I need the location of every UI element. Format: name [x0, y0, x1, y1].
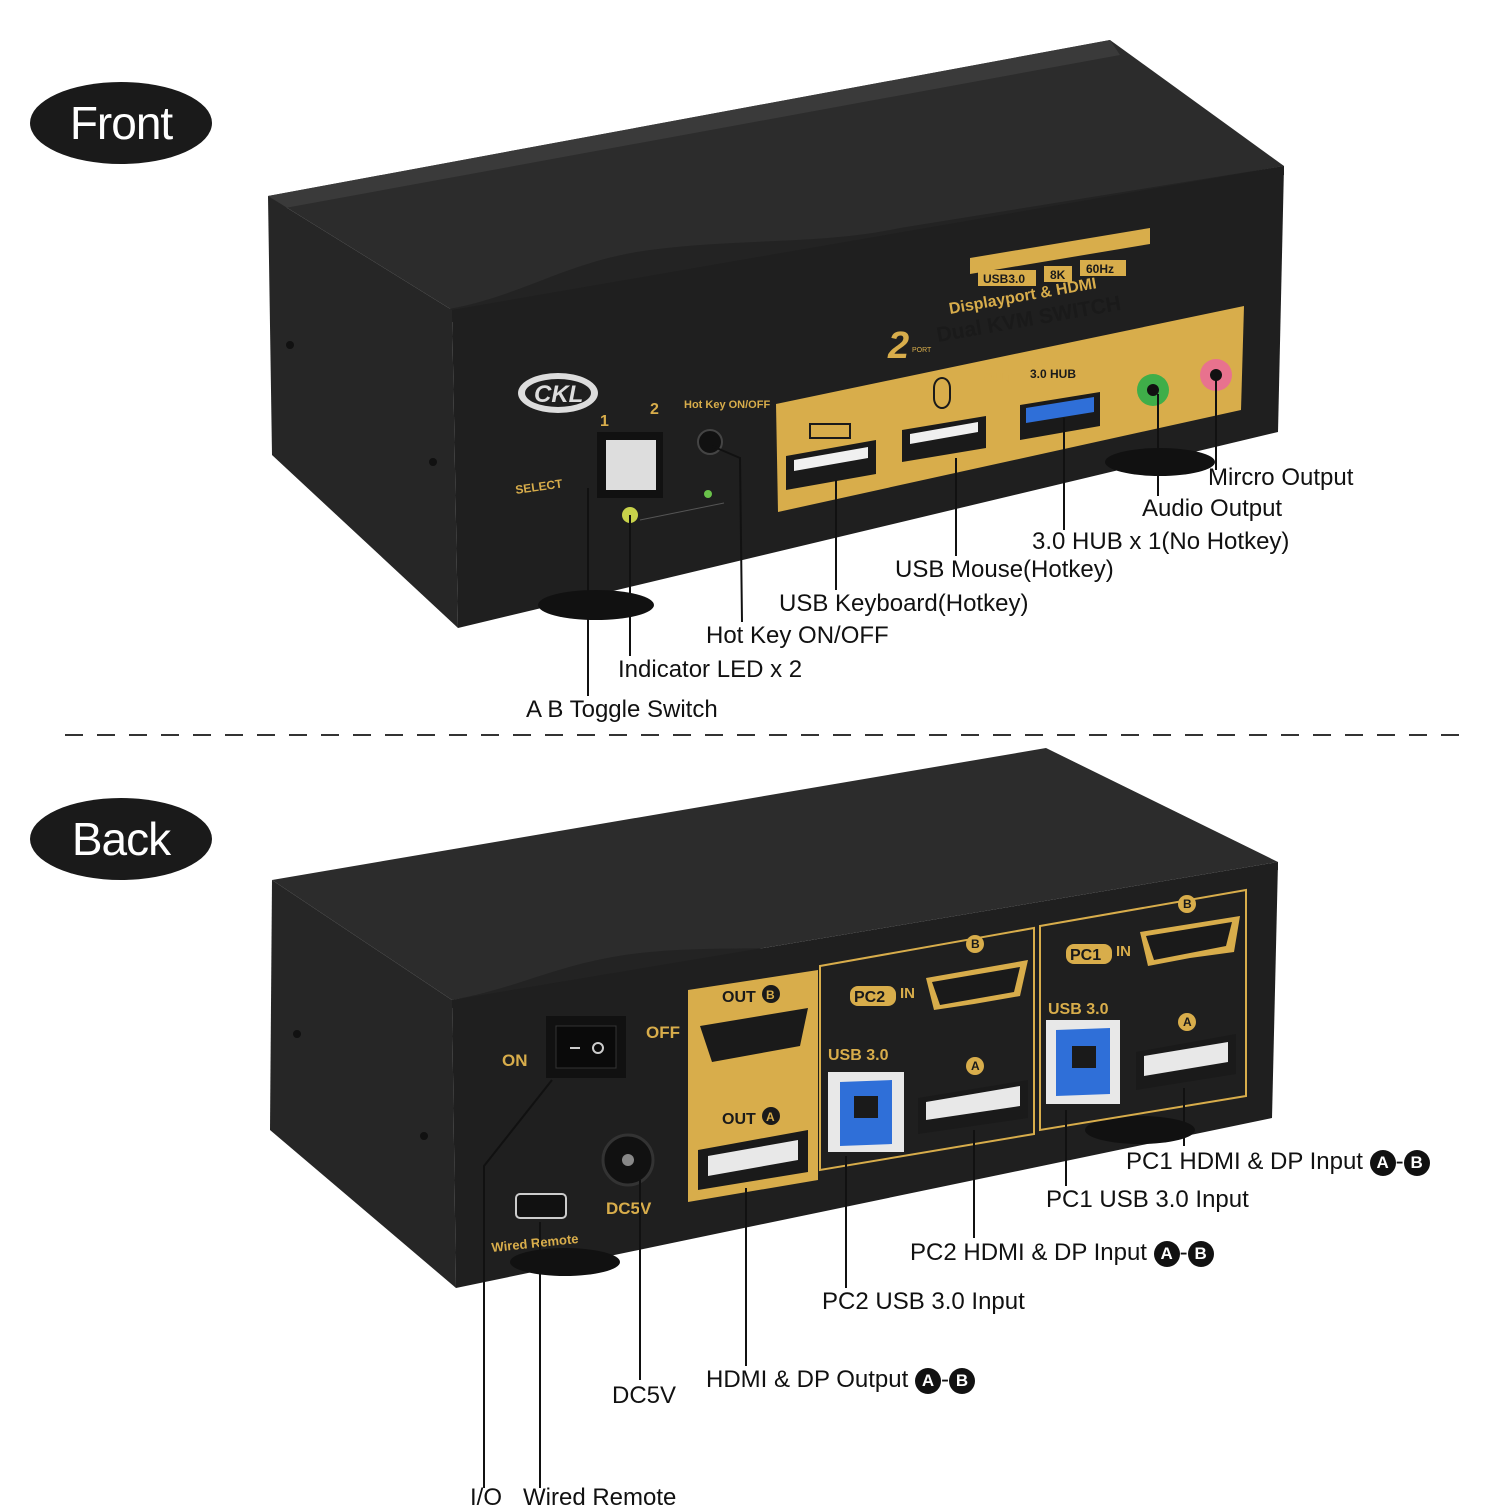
- callout-pc1-hdmi-dp: PC1 HDMI & DP Input A-B: [1126, 1148, 1430, 1176]
- callout-wired-remote: Wired Remote: [523, 1484, 677, 1511]
- callout-pc1-usb: PC1 USB 3.0 Input: [1046, 1186, 1249, 1213]
- hotkey-panel-label: Hot Key ON/OFF: [684, 399, 770, 411]
- led-number-2: 2: [650, 401, 659, 418]
- label-pc2: PC2: [854, 989, 885, 1006]
- label-out-a: OUT: [722, 1111, 756, 1128]
- letter-pc1-a: A: [1183, 1015, 1192, 1029]
- label-pc1-in: IN: [1116, 943, 1131, 960]
- callout-usb-mouse: USB Mouse(Hotkey): [895, 556, 1114, 583]
- callout-hub: 3.0 HUB x 1(No Hotkey): [1032, 528, 1290, 555]
- port-count: 2: [887, 325, 909, 367]
- letter-a-badge: A: [1369, 1149, 1396, 1176]
- letter-b-badge: B: [948, 1367, 975, 1394]
- letter-a-badge: A: [914, 1367, 941, 1394]
- badge-60hz: 60Hz: [1086, 262, 1114, 276]
- letter-b-badge: B: [1187, 1240, 1214, 1267]
- badge-usb3: USB3.0: [983, 272, 1025, 286]
- letter-pc1-b: B: [1183, 897, 1192, 911]
- letter-pc2-a: A: [971, 1059, 980, 1073]
- callout-pc2-hdmi-dp: PC2 HDMI & DP Input A-B: [910, 1239, 1214, 1267]
- out-label: OUT: [984, 370, 1012, 385]
- callout-audio-output: Audio Output: [1142, 495, 1283, 522]
- callout-hotkey: Hot Key ON/OFF: [706, 622, 889, 649]
- label-pc2-in: IN: [900, 985, 915, 1002]
- led-number-1: 1: [600, 413, 609, 430]
- back-heading: Back: [30, 798, 212, 880]
- letter-a-badge: A: [1153, 1240, 1180, 1267]
- front-heading: Front: [30, 82, 212, 164]
- label-out-b: OUT: [722, 989, 756, 1006]
- letter-b-badge: B: [1403, 1149, 1430, 1176]
- callout-usb-keyboard: USB Keyboard(Hotkey): [779, 590, 1029, 617]
- callout-mic-output: Mircro Output: [1208, 464, 1354, 491]
- label-pc1: PC1: [1070, 947, 1101, 964]
- letter-out-a: A: [766, 1110, 775, 1124]
- port-word: PORT: [912, 347, 932, 354]
- label-pc2-usb: USB 3.0: [828, 1047, 889, 1064]
- brand-logo: CKL: [534, 381, 583, 408]
- letter-out-b: B: [766, 988, 775, 1002]
- label-on: ON: [502, 1051, 528, 1070]
- letter-pc2-b: B: [971, 937, 980, 951]
- callout-dc5v: DC5V: [612, 1382, 677, 1409]
- badge-8k: 8K: [1050, 268, 1066, 282]
- callout-indicator-led: Indicator LED x 2: [618, 656, 803, 683]
- label-pc1-usb: USB 3.0: [1048, 1001, 1109, 1018]
- callout-output: HDMI & DP Output A-B: [706, 1366, 975, 1394]
- callout-toggle-switch: A B Toggle Switch: [526, 696, 718, 723]
- callout-io: I/O: [470, 1484, 503, 1511]
- select-label: SELECT: [514, 476, 563, 497]
- hub-label: 3.0 HUB: [1030, 367, 1076, 381]
- label-off: OFF: [646, 1023, 680, 1042]
- callout-pc2-usb: PC2 USB 3.0 Input: [822, 1288, 1025, 1315]
